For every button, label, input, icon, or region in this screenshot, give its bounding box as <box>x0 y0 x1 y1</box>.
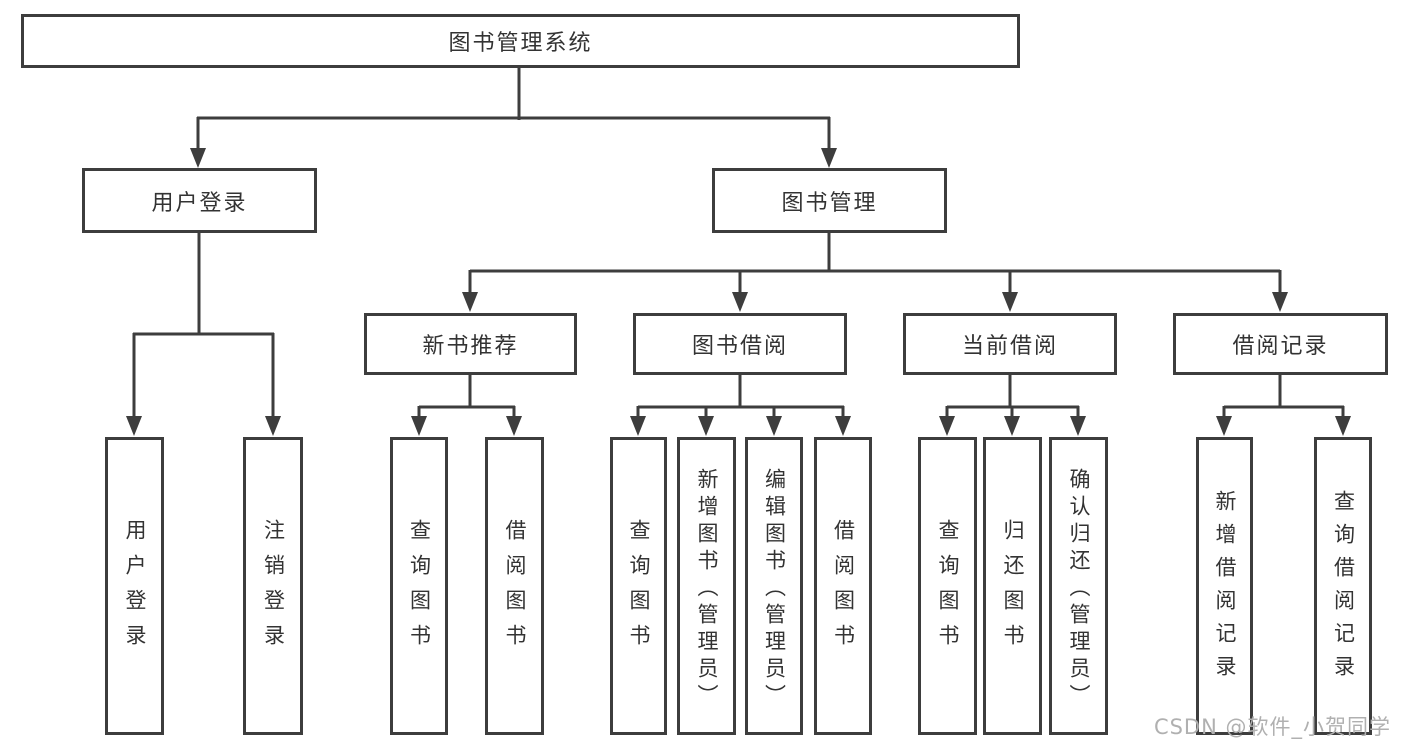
node-book-borrowing: 图书借阅 <box>633 313 847 375</box>
node-borrowing-records: 借阅记录 <box>1173 313 1388 375</box>
node-current-borrowing: 当前借阅 <box>903 313 1117 375</box>
leaf-add-books-admin: 新增图书（管理员） <box>677 437 736 735</box>
leaf-query-books-recommend: 查询图书 <box>390 437 448 735</box>
leaf-borrow-books-recommend: 借阅图书 <box>485 437 544 735</box>
node-book-management: 图书管理 <box>712 168 947 233</box>
node-user-login: 用户登录 <box>82 168 317 233</box>
leaf-return-books: 归还图书 <box>983 437 1042 735</box>
leaf-query-books-borrow: 查询图书 <box>610 437 667 735</box>
leaf-user-login: 用户登录 <box>105 437 164 735</box>
leaf-add-borrow-record: 新增借阅记录 <box>1196 437 1253 735</box>
watermark-text: CSDN @软件_小贺同学 <box>1153 715 1391 739</box>
leaf-confirm-return-admin: 确认归还（管理员） <box>1049 437 1108 735</box>
leaf-borrow-books: 借阅图书 <box>814 437 872 735</box>
node-root: 图书管理系统 <box>21 14 1020 68</box>
leaf-logout: 注销登录 <box>243 437 303 735</box>
node-new-book-recommendation: 新书推荐 <box>364 313 577 375</box>
leaf-query-books-current: 查询图书 <box>918 437 977 735</box>
leaf-query-borrow-record: 查询借阅记录 <box>1314 437 1372 735</box>
leaf-edit-books-admin: 编辑图书（管理员） <box>745 437 803 735</box>
